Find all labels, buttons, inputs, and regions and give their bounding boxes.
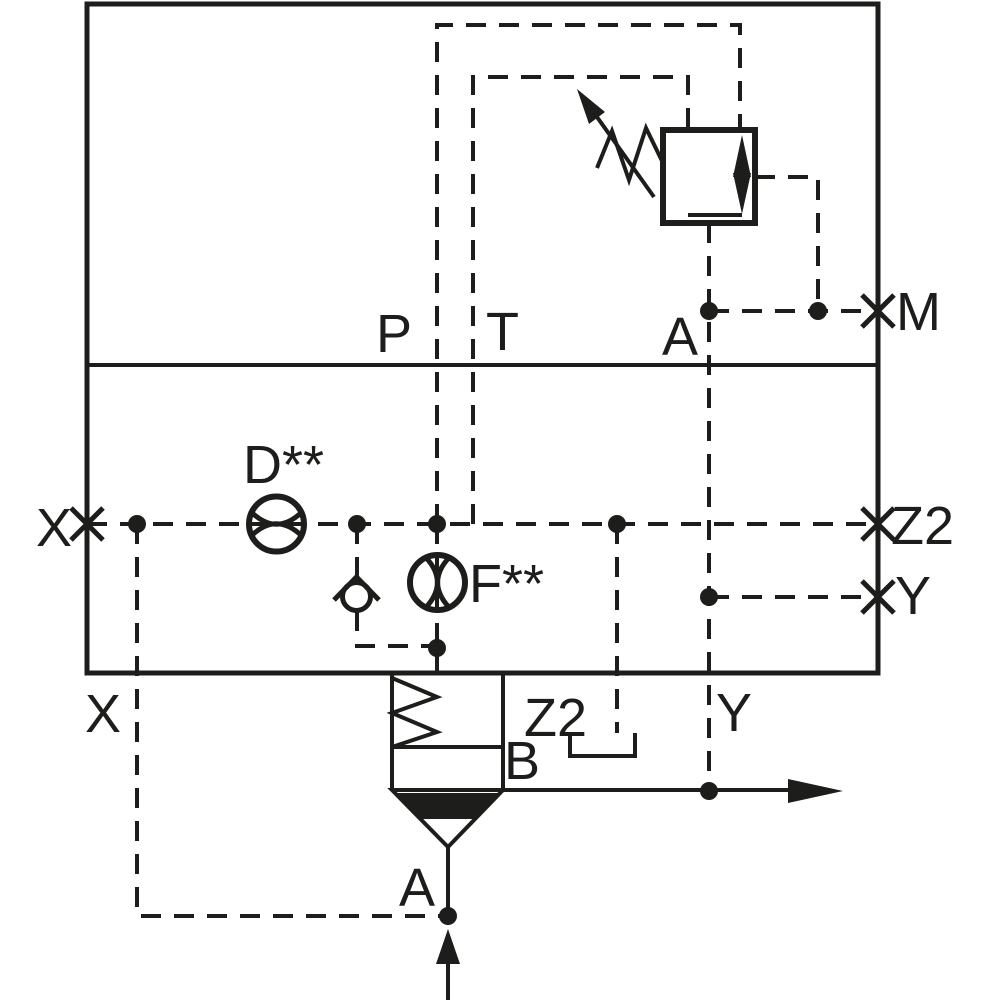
pilot-line-relief-to-m [755,175,820,311]
labels: X D** P T A M Z2 Y F** X Z2 B Y A [36,282,954,918]
relief-valve-spring-icon [595,122,665,187]
label-port-a-pilot: A [662,307,698,367]
junction-dot [428,515,446,533]
relief-valve-up-arrow [733,135,751,177]
housing-outline [84,1,881,676]
port-x-cross [69,506,105,542]
label-port-z2: Z2 [891,496,954,556]
cartridge-valve [386,674,843,916]
port-z2-cross [860,506,896,542]
junction-dot [128,515,146,533]
a-port-flow-arrow [436,929,460,964]
label-orifice-f: F** [469,554,544,614]
orifice-d-circle [246,493,307,555]
label-port-y: Y [895,566,931,626]
junction-dots [128,302,827,925]
label-port-m: M [896,282,941,342]
label-main-b: B [504,731,540,791]
check-valve-ball [340,580,373,613]
junction-dot [608,515,626,533]
pilot-line-check-valve-branch [355,524,437,648]
cartridge-spring-icon [386,676,443,749]
junction-dot [700,588,718,606]
orifice-f-circle [407,552,468,613]
junction-dot [700,782,718,800]
relief-valve-body [660,127,758,226]
pilot-line-x-branch [135,524,448,918]
pilot-relief-valve [577,89,758,226]
b-port-flow-arrow [788,779,843,803]
label-main-x: X [85,684,121,744]
port-y-cross [860,579,896,615]
port-m-cross [860,293,896,329]
relief-valve-adjustment-arrow-head [577,89,605,124]
port-crosses [69,293,896,615]
z2-termination-bracket [568,733,637,758]
label-port-x: X [36,498,72,558]
junction-dot [428,639,446,657]
check-valve [332,573,381,613]
junction-dot [809,302,827,320]
label-main-a: A [399,858,435,918]
a-port-flow [436,929,460,1000]
junction-dot [348,515,366,533]
junction-dot [700,302,718,320]
label-orifice-d: D** [243,435,324,495]
junction-dot [439,907,457,925]
orifice-f-right-arc [435,555,451,610]
label-port-t: T [486,302,519,362]
relief-valve-down-arrow [733,173,751,214]
orifice-f [407,552,468,613]
orifice-d [246,493,307,555]
label-port-p: P [376,304,412,364]
cartridge-poppet-seat [387,788,508,850]
pilot-lines [87,23,878,918]
valve-housing-frame [84,1,881,676]
orifice-d-lower-arc [249,521,304,538]
relief-valve-adjustment-arrow-shaft [595,115,656,199]
label-main-z2: Z2 [524,688,587,748]
pilot-line-p-to-relief-valve [435,23,742,524]
label-main-y: Y [716,683,752,743]
cartridge-poppet-face [397,793,498,819]
